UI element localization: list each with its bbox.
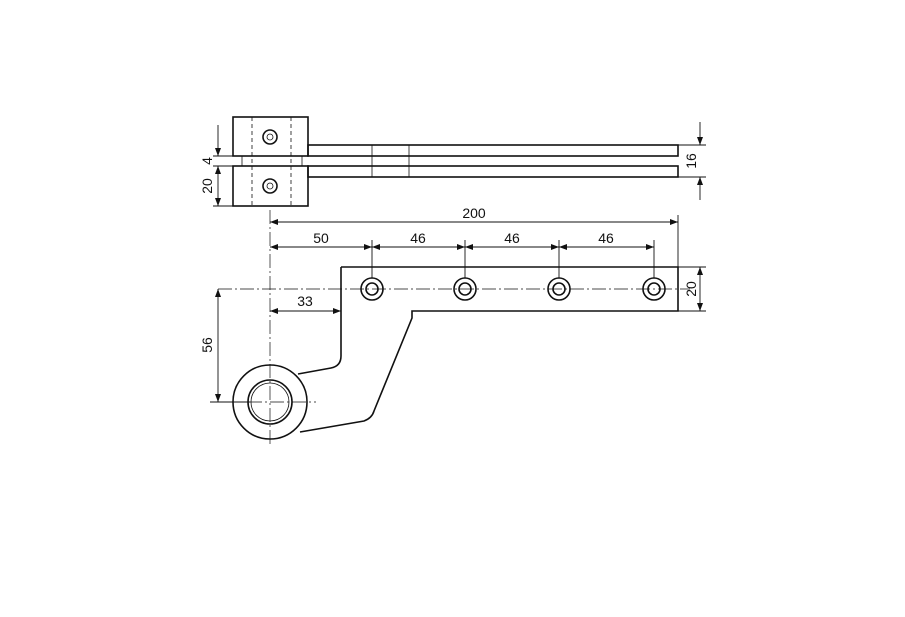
dim-46-label-2: 46 [504, 230, 520, 246]
dim-16-label: 16 [683, 153, 699, 169]
dim-50-label: 50 [313, 230, 329, 246]
dim-33-label: 33 [297, 293, 313, 309]
upper-screw-hole [262, 129, 278, 145]
hinge-arm-outline [297, 266, 679, 433]
dim-56-label: 56 [199, 337, 215, 353]
upper-arm [307, 144, 679, 157]
dim-20-height-label: 20 [199, 178, 215, 194]
lower-screw-hole [262, 178, 278, 194]
dim-46-label-1: 46 [410, 230, 426, 246]
dim-200-label: 200 [462, 205, 486, 221]
dim-4-label: 4 [199, 157, 215, 165]
dim-46-label-3: 46 [598, 230, 614, 246]
lower-block [232, 165, 309, 207]
middle-spacer [241, 155, 303, 167]
lower-arm [307, 165, 679, 178]
dim-20-width-label: 20 [683, 281, 699, 297]
upper-block [232, 116, 309, 157]
side-view [213, 116, 706, 207]
plan-view [210, 210, 706, 445]
